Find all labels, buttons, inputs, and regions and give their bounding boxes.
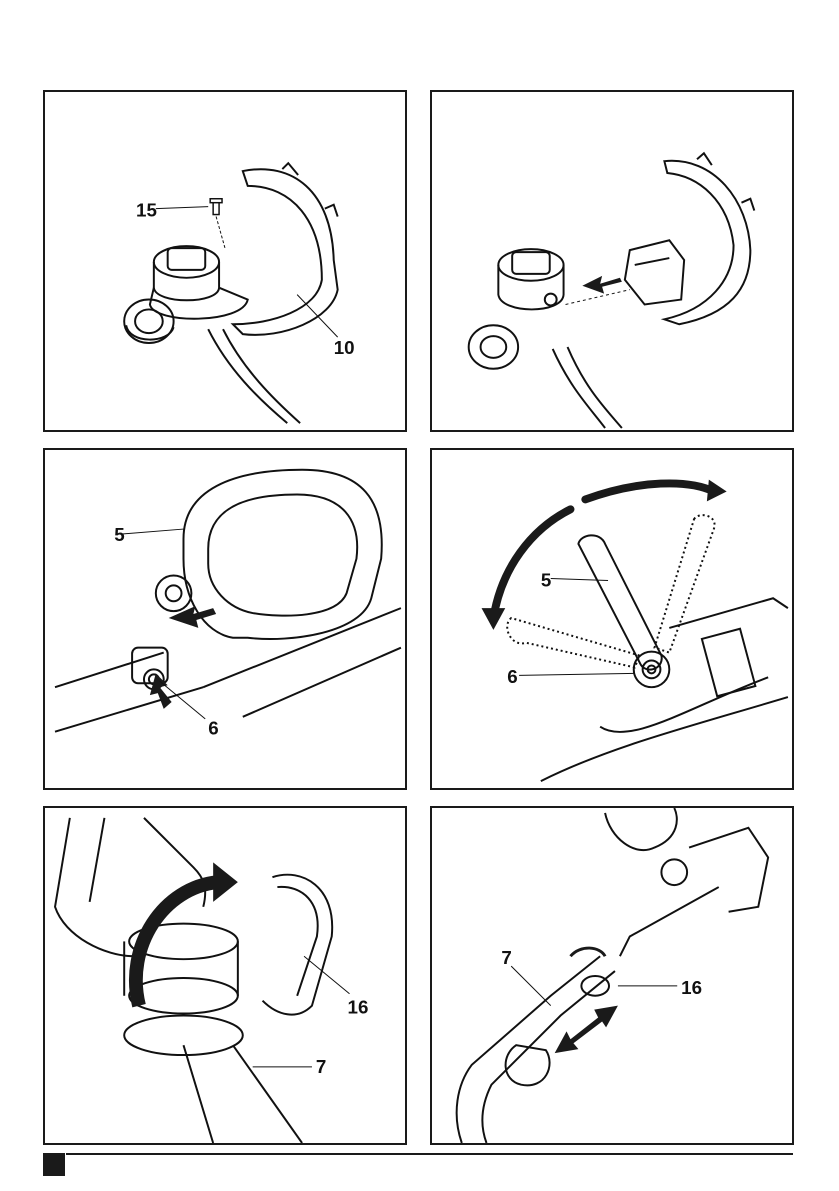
callout-7: 7 (316, 1056, 326, 1077)
figure-e-illustration: 16 7 (45, 808, 405, 1143)
rotate-clamp-arrow-icon (213, 862, 238, 902)
page-marker-square (43, 1153, 65, 1176)
callout-5: 5 (114, 524, 124, 545)
figure-b-guard-slide (430, 90, 794, 432)
figure-d-handle-rotation: 5 6 (430, 448, 794, 790)
callout-6: 6 (507, 666, 517, 687)
figure-a-illustration: 15 10 (45, 92, 405, 430)
rotate-right-arrow-icon (707, 480, 727, 502)
figure-e-tube-clamp: 16 7 (43, 806, 407, 1145)
callout-6: 6 (208, 718, 218, 739)
callout-10: 10 (334, 337, 355, 358)
slide-arrow-icon (582, 276, 622, 294)
callout-7: 7 (501, 947, 511, 968)
figure-b-illustration (432, 92, 792, 430)
pull-arrow-icon (169, 606, 216, 628)
figure-c-illustration: 5 6 (45, 450, 405, 788)
callout-15: 15 (136, 200, 157, 221)
callout-16: 16 (348, 997, 369, 1018)
callout-16: 16 (681, 977, 702, 998)
callout-5: 5 (541, 569, 551, 590)
footer-rule (66, 1153, 793, 1155)
figure-f-telescopic-adjust: 7 16 (430, 806, 794, 1145)
figure-f-illustration: 7 16 (432, 808, 792, 1143)
rotate-left-arrow-icon (482, 608, 506, 630)
figure-d-illustration: 5 6 (432, 450, 792, 788)
figure-c-handle-release: 5 6 (43, 448, 407, 790)
figure-a-guard-screw: 15 10 (43, 90, 407, 432)
